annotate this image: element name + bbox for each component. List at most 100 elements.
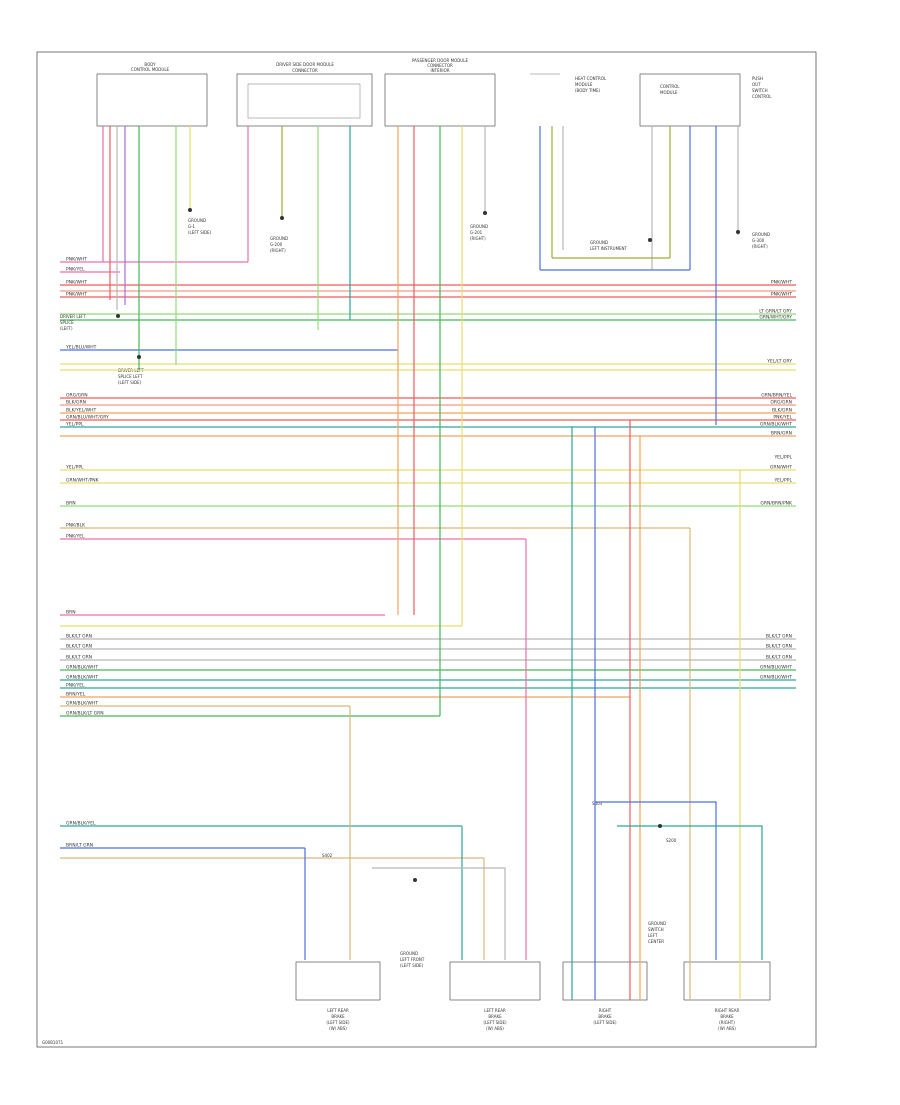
bus-label-right: YEL/PPL bbox=[773, 455, 792, 461]
sensor-label: LEFT REAR bbox=[327, 1008, 349, 1013]
ground-label: GROUND bbox=[470, 224, 488, 229]
ground-labels: GROUND G-1 (LEFT SIDE) GROUND G-200 (RIG… bbox=[188, 218, 770, 968]
splice-label: SPLICE bbox=[60, 320, 74, 325]
ground-label: (RIGHT) bbox=[470, 236, 486, 241]
bus-label-right: BLK/GRN bbox=[772, 408, 792, 414]
component-label: (BODY TIME) bbox=[575, 88, 601, 93]
bus-label-left: PNK/YEL bbox=[66, 683, 85, 689]
bottom-components: LEFT REAR BRAKE (LEFT SIDE) (W/ ABS) LEF… bbox=[295, 961, 771, 1031]
bus-label-right: GRN/BLK/WHT bbox=[760, 422, 792, 428]
sensor-label: (LEFT SIDE) bbox=[483, 1020, 507, 1025]
bus-label-right: YEL/PPL bbox=[773, 478, 792, 484]
sensor-label: BRAKE bbox=[488, 1014, 502, 1019]
bus-label-left: GRN/BLK/YEL bbox=[66, 821, 96, 827]
component-label: OUT bbox=[752, 82, 761, 87]
ground-label: (RIGHT) bbox=[752, 244, 768, 249]
ground-label: LEFT INSTRUMENT bbox=[590, 246, 628, 251]
bus-label-left: YEL/PPL bbox=[65, 465, 84, 471]
splice-labels: DRIVER LEFT SPLICE (LEFT) DRIVER LEFT SP… bbox=[60, 314, 677, 858]
sensor-label: RIGHT bbox=[599, 1008, 612, 1013]
splice-label: DRIVER LEFT bbox=[60, 314, 86, 319]
bus-label-right: PNK/YEL bbox=[773, 415, 792, 421]
bus-label-left: PNK/BLK bbox=[66, 523, 86, 529]
component-heat-control-module: HEAT CONTROL MODULE (BODY TIME) bbox=[530, 73, 607, 93]
ground-point bbox=[116, 314, 120, 318]
ground-label: (LEFT SIDE) bbox=[400, 963, 424, 968]
sensor-label: BRAKE bbox=[331, 1014, 345, 1019]
ground-point bbox=[280, 216, 284, 220]
component-label: DRIVER SIDE DOOR MODULE bbox=[276, 62, 334, 67]
splice-label: S403 bbox=[592, 801, 603, 806]
sensor-label: (W/ ABS) bbox=[718, 1026, 736, 1031]
wire bbox=[372, 867, 506, 960]
ground-point bbox=[137, 355, 141, 359]
component-label: CONTROL MODULE bbox=[131, 67, 170, 72]
bus-labels-layer: PNK/WHTPNK/YELPNK/WHTPNK/WHTYEL/BLU/WHTO… bbox=[65, 257, 793, 849]
bus-label-right: BLK/LT GRN bbox=[766, 644, 792, 650]
ground-label: GROUND bbox=[648, 921, 666, 926]
bus-label-right: GRN/BLK/WHT bbox=[760, 665, 792, 671]
component-label: INTERIOR bbox=[430, 68, 449, 73]
component-passenger-door-module: PASSENGER DOOR MODULE CONNECTOR INTERIOR bbox=[384, 58, 496, 127]
bus-label-left: GRN/BLK/WHT bbox=[66, 675, 98, 681]
bus-label-left: GRN/BLK/LT GRN bbox=[66, 711, 104, 717]
bus-label-left: BLK/LT GRN bbox=[66, 644, 92, 650]
component-driver-door-module: DRIVER SIDE DOOR MODULE CONNECTOR bbox=[236, 62, 373, 127]
ground-point bbox=[483, 211, 487, 215]
component-label: PUSH bbox=[752, 76, 763, 81]
component-control-module: CONTROL MODULE PUSH OUT SWITCH CONTROL bbox=[639, 73, 772, 127]
sensor-label: BRAKE bbox=[598, 1014, 612, 1019]
ground-point bbox=[736, 230, 740, 234]
component-label: CONNECTOR bbox=[427, 63, 453, 68]
ground-label: GROUND bbox=[270, 236, 288, 241]
bus-label-right: GRN/WHT/GRY bbox=[759, 315, 792, 321]
bus-label-left: GRN/BLU/WHT/GRY bbox=[66, 415, 109, 421]
component-label: MODULE bbox=[660, 90, 678, 95]
sensor-label: (LEFT SIDE) bbox=[326, 1020, 350, 1025]
bus-label-right: YEL/LT GRY bbox=[766, 359, 792, 365]
bus-label-left: BLK/GRN bbox=[66, 400, 86, 406]
ground-point bbox=[648, 238, 652, 242]
component-label: CONTROL bbox=[752, 94, 772, 99]
splice-label: S402 bbox=[322, 853, 333, 858]
splice-label: SPLICE LEFT bbox=[118, 374, 143, 379]
component-body-control-module: BODY CONTROL MODULE bbox=[96, 62, 208, 127]
ground-label: LEFT bbox=[648, 933, 658, 938]
sensor-label: (RIGHT) bbox=[719, 1020, 735, 1025]
component-label: SWITCH bbox=[752, 88, 768, 93]
bus-label-right: ORG/GRN bbox=[770, 400, 792, 406]
bus-label-left: PNK/YEL bbox=[66, 534, 85, 540]
ground-point bbox=[658, 824, 662, 828]
ground-label: GROUND bbox=[188, 218, 206, 223]
bus-label-right: LT GRN/LT GRY bbox=[759, 309, 792, 315]
bus-label-left: BLK/LT GRN bbox=[66, 634, 92, 640]
bus-label-left: BRN bbox=[66, 501, 76, 507]
bus-label-right: GRN/BRN/YEL bbox=[761, 393, 792, 399]
bus-label-right: PNK/WHT bbox=[771, 280, 792, 286]
sensor-label: RIGHT REAR bbox=[715, 1008, 740, 1013]
component-label: PASSENGER DOOR MODULE bbox=[412, 58, 468, 63]
ground-label: G-201 bbox=[470, 230, 483, 235]
bus-label-left: BLK/YEL/WHT bbox=[66, 408, 97, 414]
diagram-code: G00B1071 bbox=[42, 1040, 64, 1045]
bus-label-left: BLK/LT GRN bbox=[66, 655, 92, 661]
ground-label: GROUND bbox=[590, 240, 608, 245]
bus-label-right: BLK/LT GRN bbox=[766, 655, 792, 661]
ground-point bbox=[188, 208, 192, 212]
bus-label-right: BRN/GRN bbox=[771, 431, 792, 437]
ground-label: G-1 bbox=[188, 224, 196, 229]
bus-label-left: GRN/BLK/WHT bbox=[66, 665, 98, 671]
splice-label: (LEFT) bbox=[60, 326, 73, 331]
bus-label-left: GRN/BLK/WHT bbox=[66, 701, 98, 707]
sensor-label: LEFT REAR bbox=[484, 1008, 506, 1013]
ground-label: (RIGHT) bbox=[270, 248, 286, 253]
bus-label-left: BRN/LT GRN bbox=[66, 843, 93, 849]
diagram-frame bbox=[36, 51, 817, 1048]
bus-label-left: BRN bbox=[66, 610, 76, 616]
component-label: MODULE bbox=[575, 82, 593, 87]
ground-label: GROUND bbox=[400, 951, 418, 956]
ground-label: LEFT FRONT bbox=[400, 957, 425, 962]
sensor-label: BRAKE bbox=[720, 1014, 734, 1019]
